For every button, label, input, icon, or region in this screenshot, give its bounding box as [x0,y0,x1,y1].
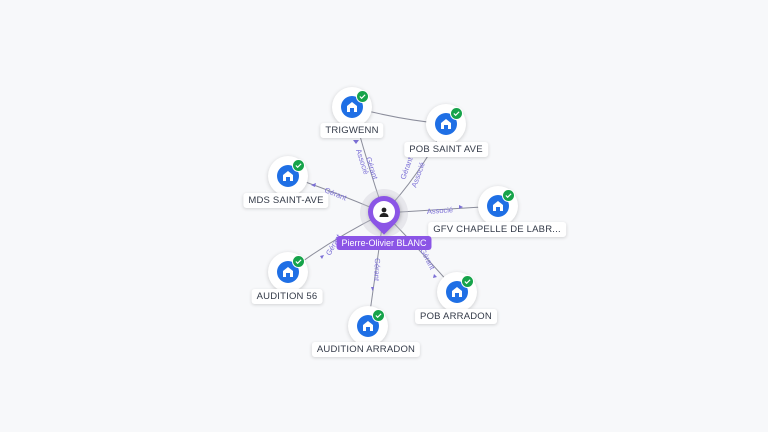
node-mds-saint-ave[interactable] [268,156,308,196]
arrow-audition-arradon [371,287,374,291]
check-badge-icon [502,189,515,202]
node-label-mds-saint-ave[interactable]: MDS SAINT-AVE [243,193,329,208]
check-badge-icon [356,90,369,103]
node-gfv-chapelle[interactable] [478,186,518,226]
node-label-pob-arradon[interactable]: POB ARRADON [415,309,497,324]
node-label-trigwenn[interactable]: TRIGWENN [320,123,384,138]
person-icon [373,201,395,223]
arrow-mds-saint-ave [311,183,316,187]
node-pob-arradon[interactable] [437,272,477,312]
node-audition-56[interactable] [268,252,308,292]
check-badge-icon [450,107,463,120]
check-badge-icon [292,255,305,268]
center-person-node[interactable] [361,189,407,235]
arrow-pob-arradon [433,274,437,278]
node-audition-arradon[interactable] [348,306,388,346]
node-pob-saint-ave[interactable] [426,104,466,144]
edge-label-gfv-chapelle: Associé [427,205,454,216]
node-label-gfv-chapelle[interactable]: GFV CHAPELLE DE LABR... [428,222,566,237]
node-label-audition-56[interactable]: AUDITION 56 [251,289,323,304]
check-badge-icon [292,159,305,172]
check-badge-icon [372,309,385,322]
edge-label-pob-arradon: Gérant [418,247,437,272]
check-badge-icon [461,275,474,288]
node-label-pob-saint-ave[interactable]: POB SAINT AVE [404,142,488,157]
arrow-audition-56 [320,255,324,259]
edge-label-audition-arradon: Gérant [372,258,382,282]
node-label-audition-arradon[interactable]: AUDITION ARRADON [311,342,421,357]
arrow-trigwenn [353,140,359,144]
center-person-label[interactable]: Pierre-Olivier BLANC [336,236,432,250]
node-trigwenn[interactable] [332,87,372,127]
arrow-gfv-chapelle [459,205,463,209]
